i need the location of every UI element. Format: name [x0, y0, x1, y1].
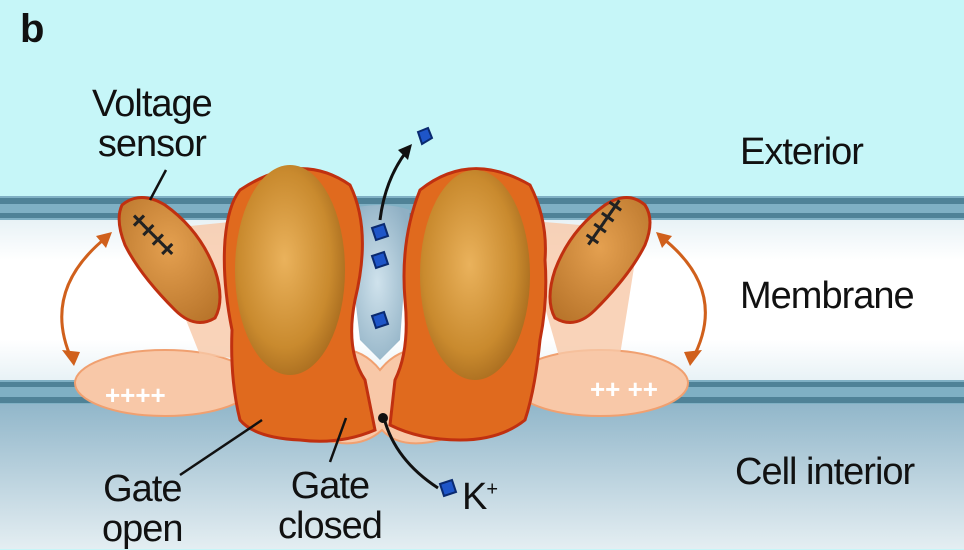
exterior-label: Exterior	[740, 133, 863, 173]
right-core	[420, 170, 530, 380]
gate-open-label-line2: open	[102, 510, 183, 550]
ion-path-start	[378, 413, 388, 423]
gate-open-label-line1: Gate	[102, 470, 183, 510]
panel-letter: b	[20, 8, 43, 50]
cell-interior-label: Cell interior	[735, 453, 914, 493]
ion-bottom	[440, 480, 456, 496]
gate-closed-label-line1: Gate	[278, 467, 382, 507]
ion-top	[418, 128, 432, 144]
voltage-sensor-label-line1: Voltage	[92, 85, 212, 125]
ion-path-arrowhead	[398, 144, 412, 160]
gate-closed-label-line2: closed	[278, 507, 382, 547]
voltage-sensor-label-line2: sensor	[92, 125, 212, 165]
right-resting-charges: ++ ++	[590, 374, 658, 405]
leader-voltage-sensor	[150, 170, 166, 200]
potassium-ion-label: K+	[462, 478, 497, 518]
gate-closed-label: Gate closed	[278, 467, 382, 547]
ion-pore-3	[372, 312, 388, 328]
membrane-label: Membrane	[740, 277, 914, 317]
ion-symbol: K	[462, 476, 486, 518]
voltage-sensor-label: Voltage sensor	[92, 85, 212, 165]
ion-pore-1	[372, 224, 388, 240]
gate-open-label: Gate open	[102, 470, 183, 550]
left-core	[235, 165, 345, 375]
ion-pore-2	[372, 252, 388, 268]
left-resting-charges: ++++	[105, 380, 166, 411]
ion-charge: +	[486, 478, 497, 500]
